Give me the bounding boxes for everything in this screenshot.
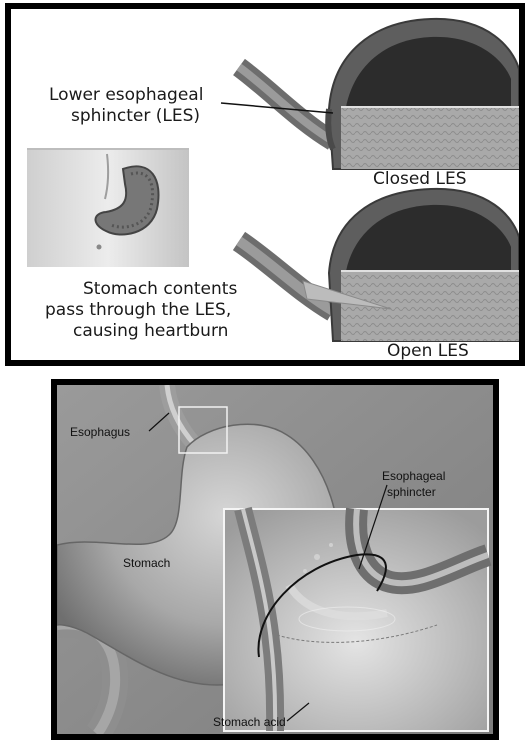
closed-les-illustration: [239, 19, 519, 169]
open-les-label: Open LES: [387, 341, 469, 362]
esophagus-label: Esophagus: [70, 425, 130, 439]
stomach-contents-line3: causing heartburn: [73, 321, 228, 342]
stomach-acid-label: Stomach acid: [213, 715, 286, 729]
stomach-contents-line1: Stomach contents: [83, 279, 237, 300]
magnified-inset: [224, 509, 488, 731]
les-label-line2: sphincter (LES): [71, 106, 200, 127]
stomach-label: Stomach: [123, 556, 170, 570]
open-les-illustration: [239, 189, 519, 341]
stomach-contents-line2: pass through the LES,: [45, 300, 231, 321]
bottom-panel: Esophagus Stomach Esophageal sphincter S…: [51, 379, 499, 740]
torso-illustration: [27, 149, 189, 267]
sphincter-label-line2: sphincter: [387, 485, 436, 499]
sphincter-label-line1: Esophageal: [382, 469, 445, 483]
top-panel: Lower esophageal sphincter (LES) Closed …: [5, 3, 525, 366]
les-label-line1: Lower esophageal: [49, 85, 203, 106]
closed-les-label: Closed LES: [373, 169, 467, 190]
